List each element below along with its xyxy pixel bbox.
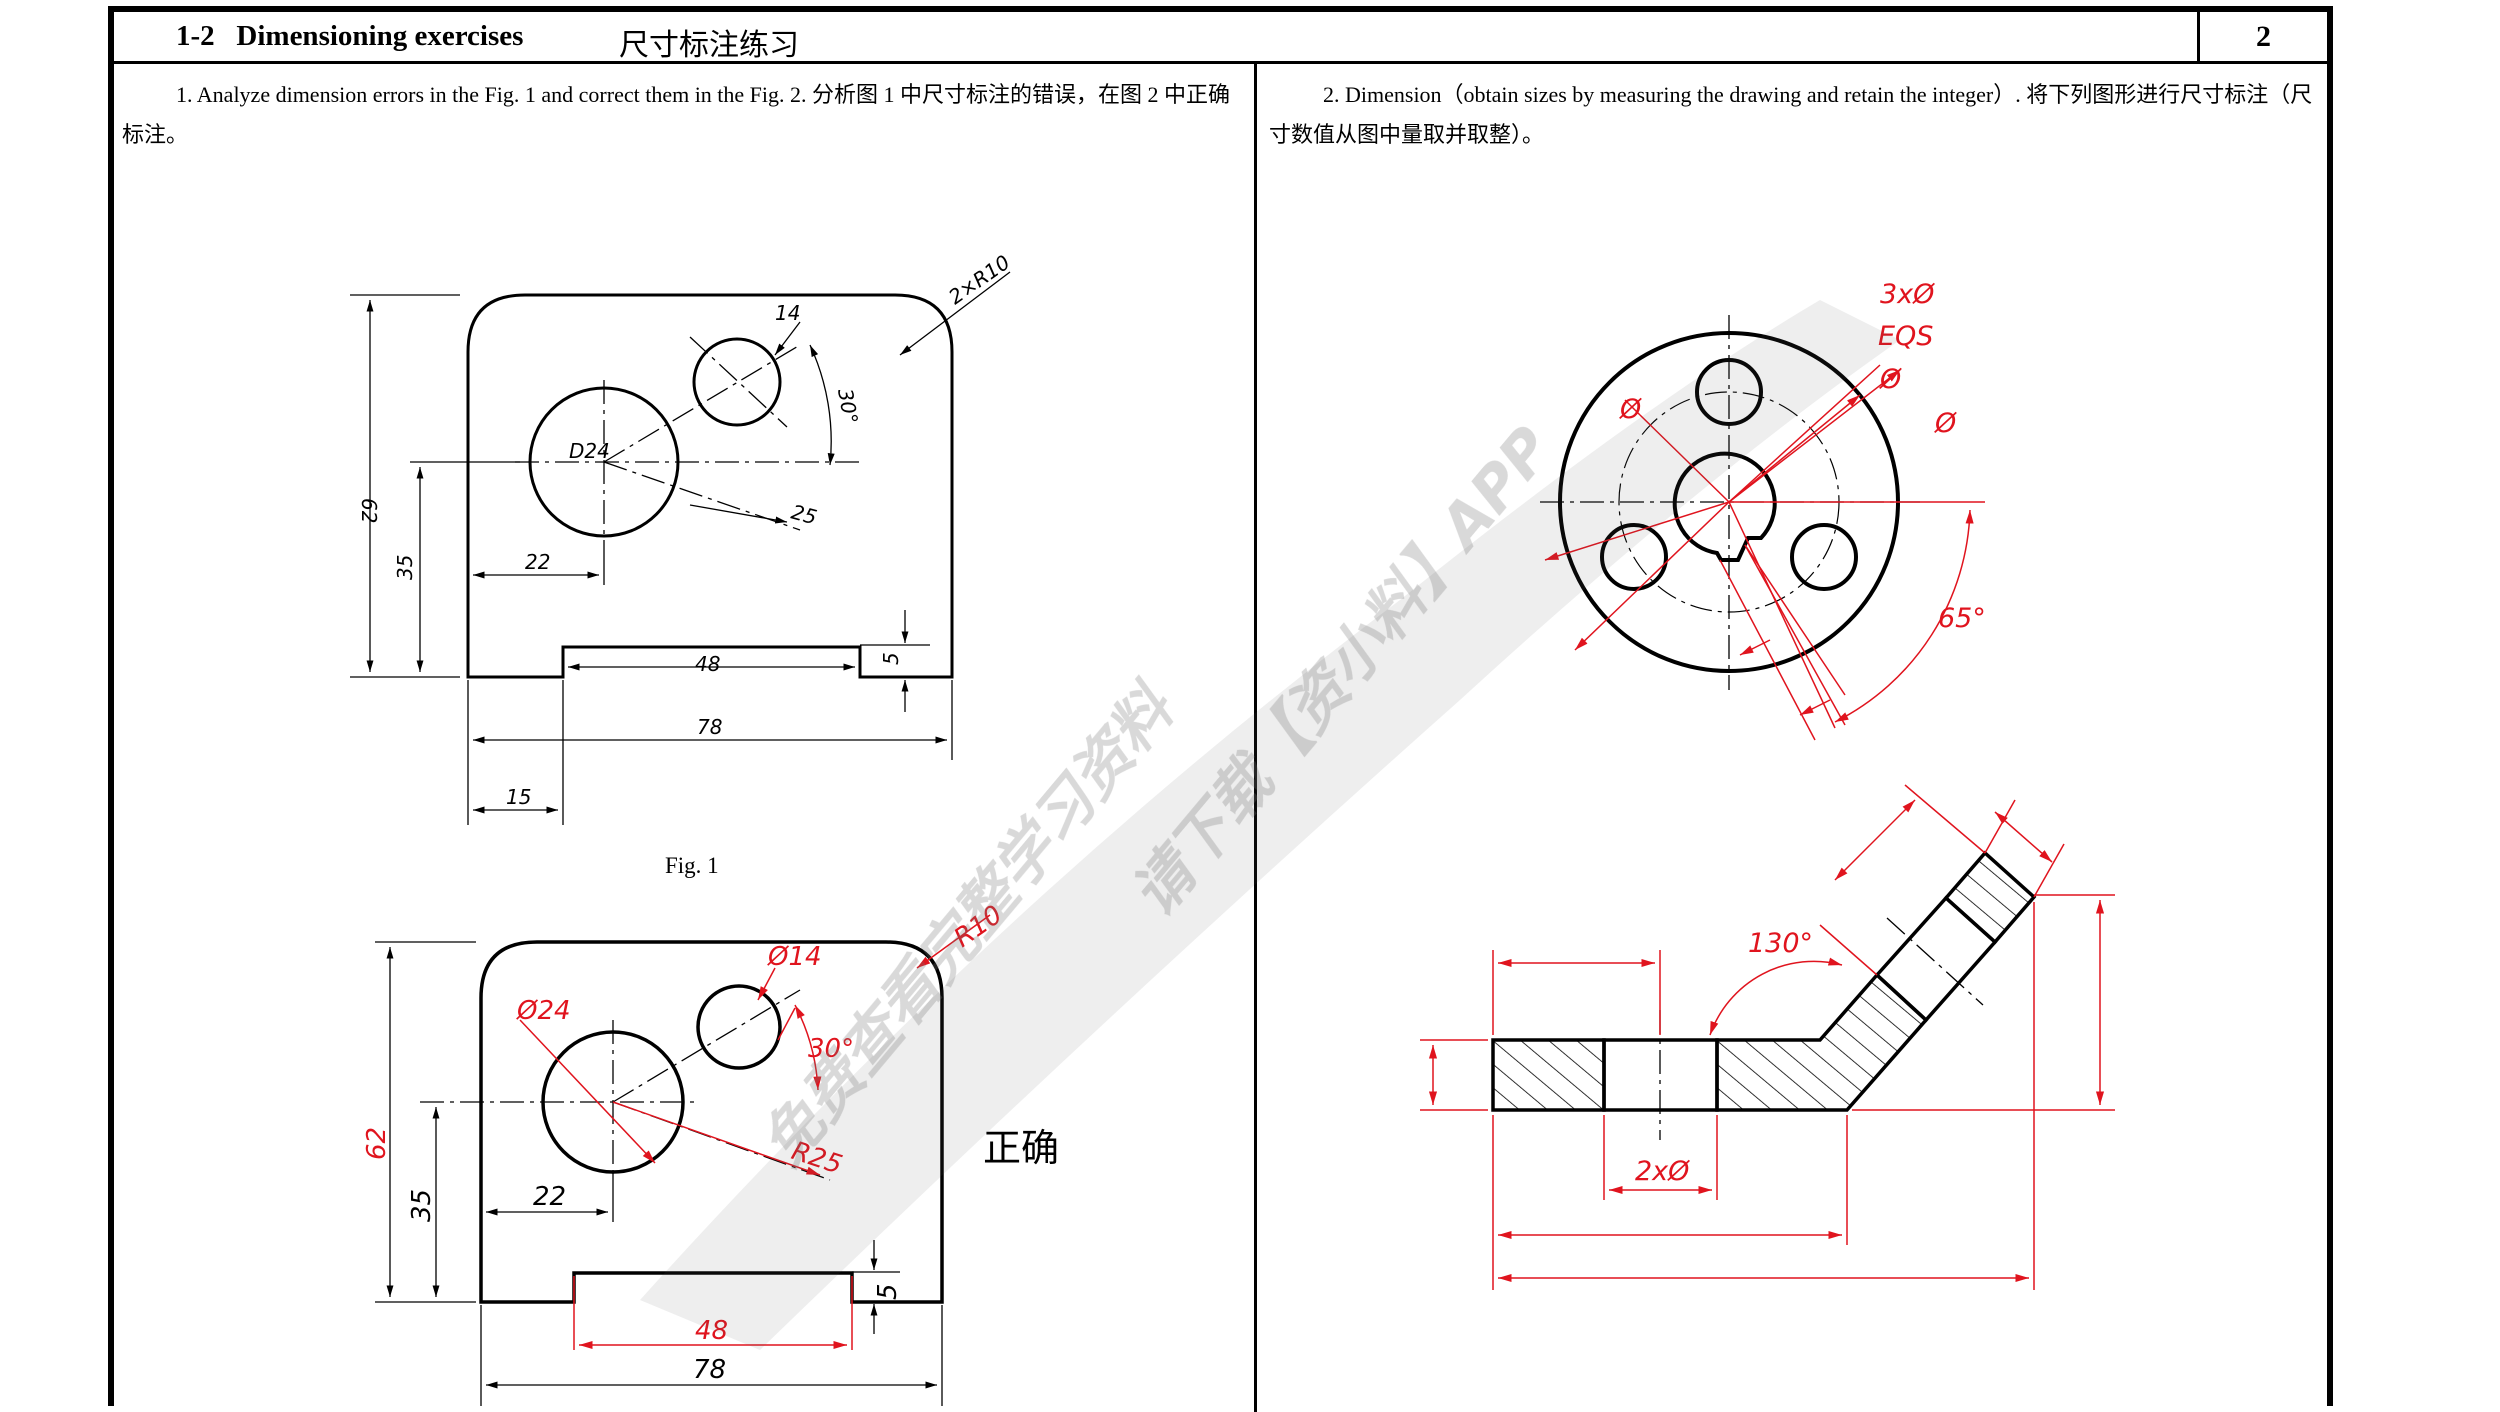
question-1-text: 1. Analyze dimension errors in the Fig. … <box>122 82 1231 147</box>
fig3-drawing: 3xØ EQS Ø Ø Ø 65° <box>1540 279 1986 741</box>
fig2-label-small-hole: Ø14 <box>767 942 822 972</box>
fig2-label-angle: 30° <box>808 1034 854 1064</box>
fig1-outline <box>466 293 954 679</box>
fig2-centerlines <box>420 989 831 1181</box>
fig2-outline <box>479 940 944 1304</box>
fig3-hole-left <box>1600 523 1668 591</box>
fig1-label-angle: 30° <box>833 387 863 426</box>
fig1-label-big-hole: D24 <box>569 439 610 463</box>
fig1-small-hole <box>692 337 782 427</box>
section-title: 1-2 Dimensioning exercises <box>176 20 524 52</box>
section-title-cn: 尺寸标注练习 <box>619 28 799 63</box>
fig1-caption: Fig. 1 <box>665 853 719 878</box>
fig1-label-slot-width: 48 <box>695 652 720 676</box>
fig1-label-hole-height: 35 <box>393 555 417 580</box>
fig1-label-radius-path: 25 <box>789 500 820 530</box>
fig2-label-hole-x: 22 <box>533 1182 566 1212</box>
fig2-label-hole-height: 35 <box>407 1189 437 1222</box>
fig3-label-angle: 65° <box>1938 603 1986 634</box>
worksheet-frame: 1-2 Dimensioning exercises 尺寸标注练习 2 1. A… <box>108 6 2333 1412</box>
fig2-small-hole <box>696 984 782 1070</box>
fig4-hatch-tip <box>1943 850 2037 945</box>
fig3-label-dia-inner: Ø <box>1879 364 1902 395</box>
fig4-dimensions <box>1420 784 2115 1290</box>
fig2-label-slot-width: 48 <box>695 1316 728 1346</box>
fig3-dimensions <box>1544 364 1985 741</box>
page-number-box: 2 <box>2197 12 2327 61</box>
fig1-dimensions <box>350 271 1011 825</box>
fig1-label-slot-depth: 5 <box>879 652 903 665</box>
fig1-label-total-width: 78 <box>697 715 722 739</box>
fig3-label-dia-outer: Ø <box>1934 408 1957 439</box>
fig1-label-hole-x: 22 <box>525 550 550 574</box>
fig2-drawing: R10 Ø14 30° Ø24 R25 62 48 35 22 5 78 正确 <box>362 900 1059 1406</box>
fig4-label-angle: 130° <box>1748 928 1813 959</box>
header-bar: 1-2 Dimensioning exercises 尺寸标注练习 2 <box>114 12 2327 64</box>
fig1-label-small-hole: 14 <box>775 301 800 325</box>
fig1-label-height: 62 <box>357 498 381 523</box>
fig4-hatch-left <box>1491 1038 1606 1112</box>
fig1-label-radius: 2×R10 <box>944 250 1014 309</box>
fig3-label-dia-left: Ø <box>1619 394 1642 425</box>
fig4-drawing: 130° 2xØ <box>1420 784 2115 1290</box>
fig4-label-holes: 2xØ <box>1635 1156 1690 1187</box>
fig2-label-big-hole: Ø24 <box>516 996 571 1026</box>
fig2-dimensions-red <box>519 914 991 1350</box>
fig2-label-radius-path: R25 <box>788 1136 846 1180</box>
fig2-dimensions-black <box>375 941 943 1406</box>
fig3-keyway-bore <box>1672 451 1777 562</box>
fig4-hatch-bend <box>1715 972 1929 1112</box>
fig3-label-eqs: EQS <box>1878 321 1933 352</box>
fig2-label-slot-depth: 5 <box>873 1283 903 1300</box>
fig2-label-total-width: 78 <box>693 1355 726 1385</box>
fig1-label-slot-offset: 15 <box>506 785 531 809</box>
question-2-text: 2. Dimension（obtain sizes by measuring t… <box>1269 82 2313 147</box>
fig3-label-holes: 3xØ <box>1880 279 1935 310</box>
page-number: 2 <box>2256 20 2271 53</box>
fig2-correct-note: 正确 <box>983 1126 1059 1170</box>
column-divider <box>1254 64 1257 1412</box>
fig2-label-radius: R10 <box>949 900 1008 954</box>
fig2-label-height: 62 <box>362 1127 392 1160</box>
fig1-drawing: 2×R10 14 30° D24 25 62 35 22 48 5 78 15 … <box>350 250 1014 878</box>
